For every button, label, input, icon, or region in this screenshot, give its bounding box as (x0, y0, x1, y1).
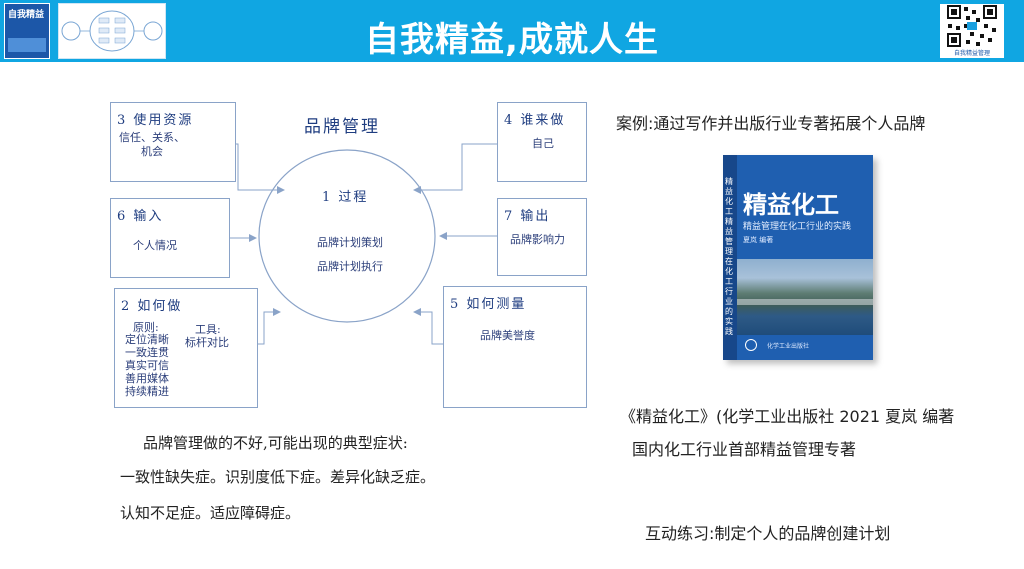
book-spine: 精益化工 精益管理在化工行业的实践 (723, 155, 737, 360)
box-how-tool-1: 标杆对比 (185, 336, 229, 349)
box-resources-title: 3 使用资源 (117, 113, 194, 128)
book-publisher: 化学工业出版社 (767, 343, 810, 350)
diagram-connectors (230, 143, 497, 345)
box-how-title: 2 如何做 (121, 299, 183, 314)
qr-code-icon (947, 5, 997, 47)
case-title: 案例:通过写作并出版行业专著拓展个人品牌 (616, 114, 926, 133)
qr-code: 自我精益管理 (940, 4, 1004, 58)
box-measure-title: 5 如何测量 (450, 297, 527, 312)
book-cover-photo (737, 259, 873, 335)
box-output-title: 7 输出 (504, 209, 551, 224)
box-how-principle-3: 真实可信 (125, 359, 169, 372)
box-output-body: 品牌影响力 (510, 233, 565, 246)
book-subtitle: 精益管理在化工行业的实践 (743, 222, 852, 232)
book-reference: 《精益化工》(化学工业出版社 2021 夏岚 编著 (620, 407, 955, 426)
box-input: 6 输入 个人情况 (110, 198, 230, 278)
box-how-principle-4: 善用媒体 (125, 372, 169, 385)
box-how-principle-5: 持续精进 (125, 385, 169, 398)
diagram-thumbnail-graphic (61, 10, 163, 52)
box-how-principle-1: 定位清晰 (125, 333, 169, 346)
book-cover: 精益化工 精益管理在化工行业的实践 精益化工 精益管理在化工行业的实践 夏岚 编… (723, 155, 873, 360)
box-input-title: 6 输入 (117, 209, 164, 224)
box-how: 2 如何做 原则: 定位清晰 一致连贯 真实可信 善用媒体 持续精进 工具: 标… (114, 288, 258, 408)
publisher-logo-icon (745, 339, 757, 351)
box-resources-body-1: 信任、关系、 (119, 131, 185, 144)
process-circle (258, 149, 436, 323)
book-note: 国内化工行业首部精益管理专著 (632, 440, 857, 459)
page-title: 自我精益,成就人生 (365, 20, 659, 60)
book-thumbnail: 自我精益 (4, 3, 50, 59)
process-line-2: 品牌计划执行 (317, 260, 383, 273)
box-who-title: 4 谁来做 (504, 113, 566, 128)
symptoms-lead: 品牌管理做的不好,可能出现的典型症状: (143, 434, 408, 452)
symptoms-line-2: 认知不足症。适应障碍症。 (120, 504, 301, 522)
box-resources-body-2: 机会 (141, 145, 163, 158)
book-spine-text: 精益化工 精益管理在化工行业的实践 (725, 177, 733, 336)
diagram-title: 品牌管理 (304, 117, 380, 137)
header-bar: 自我精益 自我精益,成就人生 (0, 0, 1024, 62)
interactive-exercise: 互动练习:制定个人的品牌创建计划 (645, 524, 891, 543)
box-who: 4 谁来做 自己 (497, 102, 587, 182)
box-how-principle-2: 一致连贯 (125, 346, 169, 359)
box-measure: 5 如何测量 品牌美誉度 (443, 286, 587, 408)
box-measure-body: 品牌美誉度 (480, 329, 535, 342)
box-input-body: 个人情况 (133, 239, 177, 252)
box-output: 7 输出 品牌影响力 (497, 198, 587, 276)
book-thumbnail-label: 自我精益 (8, 10, 45, 20)
brand-management-diagram: 品牌管理 1 过程 品牌计划策划 品牌计划执行 3 使用资源 信任、关系、 机会… (0, 62, 600, 422)
box-how-principles-label: 原则: (133, 321, 159, 334)
symptoms-line-1: 一致性缺失症。识别度低下症。差异化缺乏症。 (120, 468, 436, 486)
book-thumbnail-band (8, 38, 46, 52)
book-author: 夏岚 编著 (743, 236, 774, 244)
box-how-tools-label: 工具: (195, 323, 221, 336)
box-resources: 3 使用资源 信任、关系、 机会 (110, 102, 236, 182)
qr-caption: 自我精益管理 (953, 50, 990, 57)
process-title: 1 过程 (322, 190, 369, 205)
process-line-1: 品牌计划策划 (317, 236, 383, 249)
diagram-thumbnail (58, 3, 166, 59)
book-title: 精益化工 (743, 191, 839, 219)
box-who-body: 自己 (532, 137, 554, 150)
